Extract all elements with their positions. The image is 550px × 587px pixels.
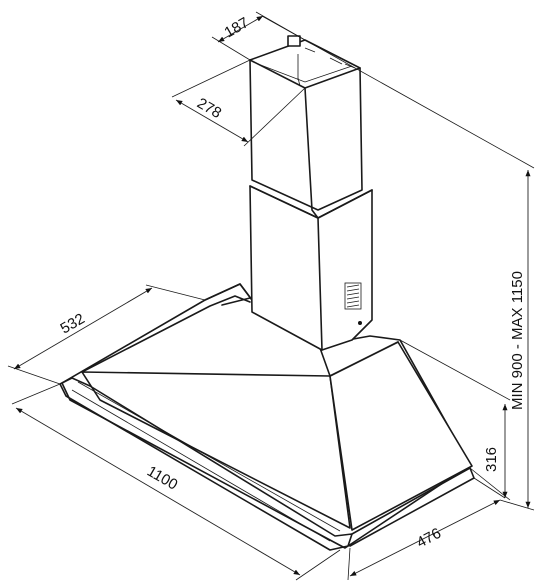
dim-1100-label: 1100 <box>144 463 180 494</box>
dim-316-label: 316 <box>483 447 500 472</box>
chimney-bracket <box>287 35 301 47</box>
dim-278-label: 278 <box>194 95 224 122</box>
height-range-label: MIN 900 - MAX 1150 <box>509 271 526 410</box>
back-rim <box>204 283 253 306</box>
dim-476-label: 476 <box>414 525 444 552</box>
chimney-screw <box>358 321 362 325</box>
vent-grille <box>344 282 362 310</box>
chimney-slots <box>297 47 356 80</box>
canopy-side-face <box>329 341 473 531</box>
dim-532-label: 532 <box>58 310 88 337</box>
chimney <box>249 35 373 351</box>
canopy-front-face <box>81 371 351 529</box>
hood-body <box>59 283 475 551</box>
upper-chimney <box>249 39 363 211</box>
dimension-lines <box>7 11 535 581</box>
